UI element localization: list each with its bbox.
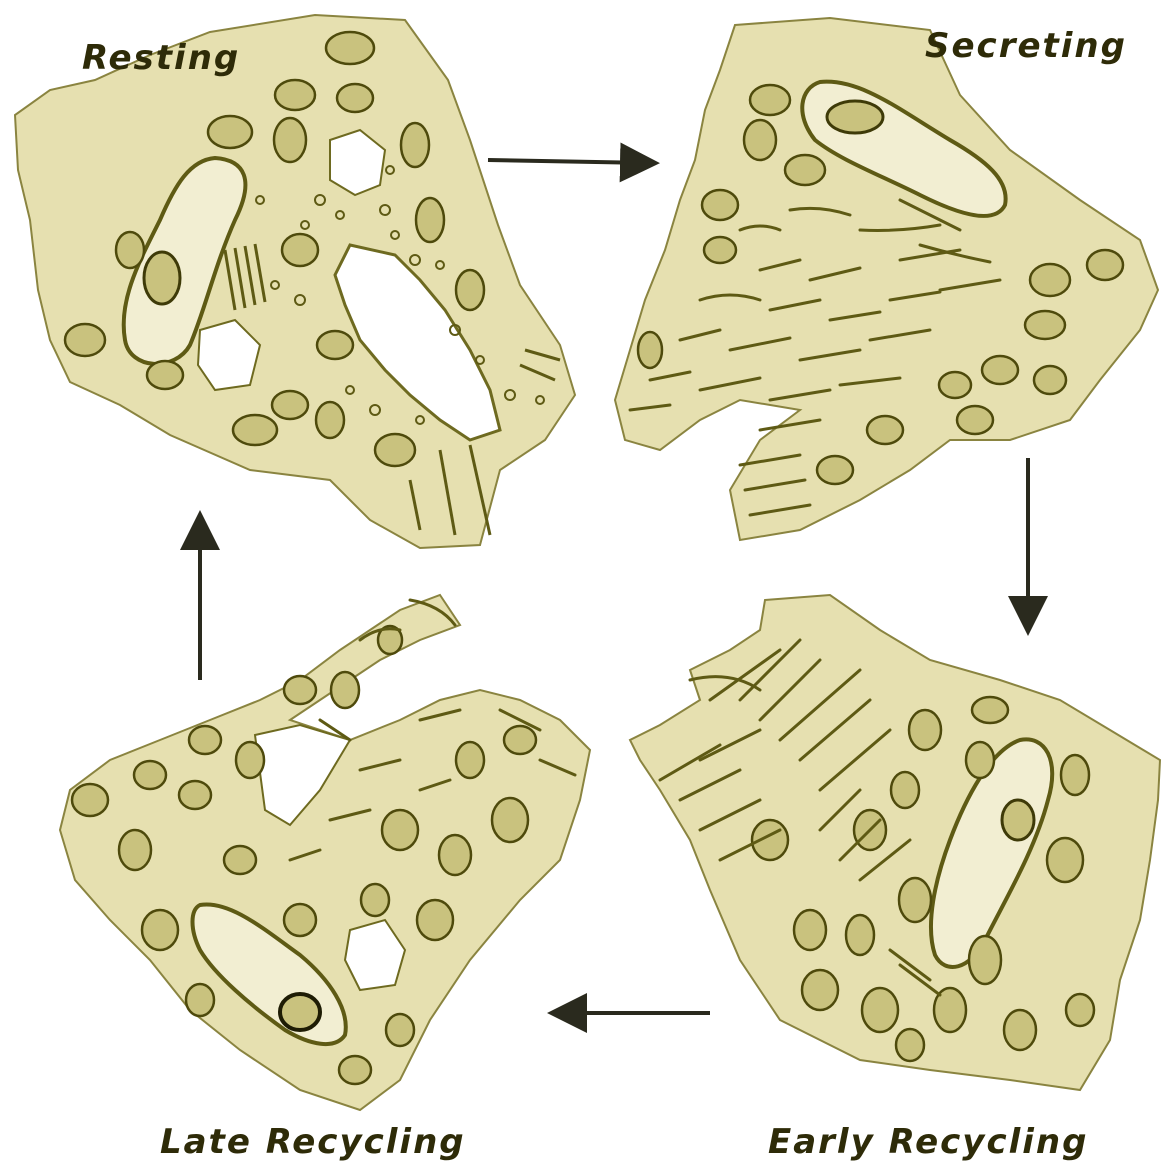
label-resting: Resting [82, 38, 240, 78]
label-secreting: Secreting [925, 26, 1127, 66]
label-late-recycling: Late Recycling [160, 1122, 466, 1162]
label-early-recycling: Early Recycling [768, 1122, 1088, 1162]
arrow-resting-to-secreting [488, 160, 652, 163]
resting-nucleus [144, 252, 180, 304]
late-recycling-cell [60, 595, 590, 1110]
early-recycling-cell [630, 595, 1160, 1090]
secreting-nucleus [827, 101, 883, 133]
late-recycling-nucleus [280, 994, 320, 1030]
early-recycling-nucleus [1002, 800, 1034, 840]
resting-cell [15, 15, 575, 548]
secreting-cell [615, 18, 1158, 540]
secreting-cell-body [615, 18, 1158, 540]
